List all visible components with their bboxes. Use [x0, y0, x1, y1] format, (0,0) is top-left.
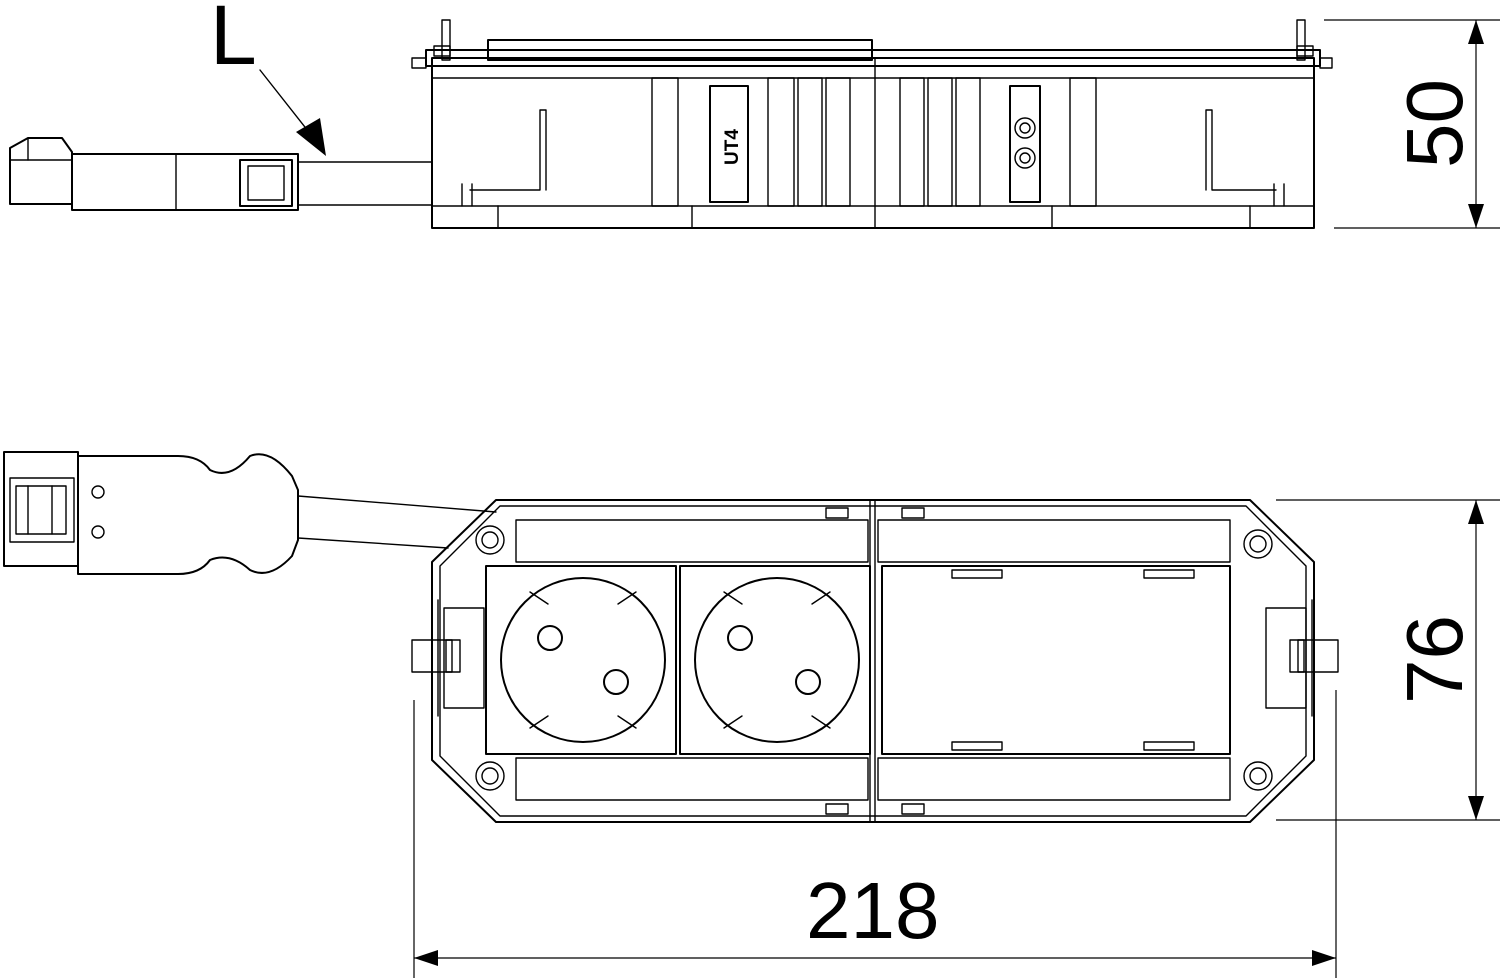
top-housing: [431, 499, 1315, 823]
right-clamp: [1265, 599, 1339, 717]
dimension-width: 218: [413, 690, 1337, 978]
depth-value: 76: [1390, 615, 1479, 704]
schuko-socket-icon: [679, 565, 871, 755]
rj45-connector-icon: [3, 451, 299, 575]
module-label: UT4: [722, 129, 743, 165]
left-clamp: [411, 599, 485, 717]
side-view: UT4 L: [9, 0, 1333, 229]
side-connector: [9, 137, 299, 211]
dimension-depth: 76: [1276, 499, 1500, 821]
width-value: 218: [806, 866, 939, 955]
height-value: 50: [1390, 79, 1479, 168]
side-cable: [297, 161, 433, 206]
blank-module: [881, 565, 1231, 755]
top-cable: [297, 495, 497, 549]
cable-length-label: L: [210, 0, 257, 82]
top-view: [3, 451, 1339, 823]
side-housing: UT4: [411, 19, 1333, 229]
corner-screws: [475, 525, 1273, 791]
dimension-height: 50: [1324, 19, 1500, 229]
arrow-icon: [259, 69, 326, 156]
schuko-socket-icon: [485, 565, 677, 755]
